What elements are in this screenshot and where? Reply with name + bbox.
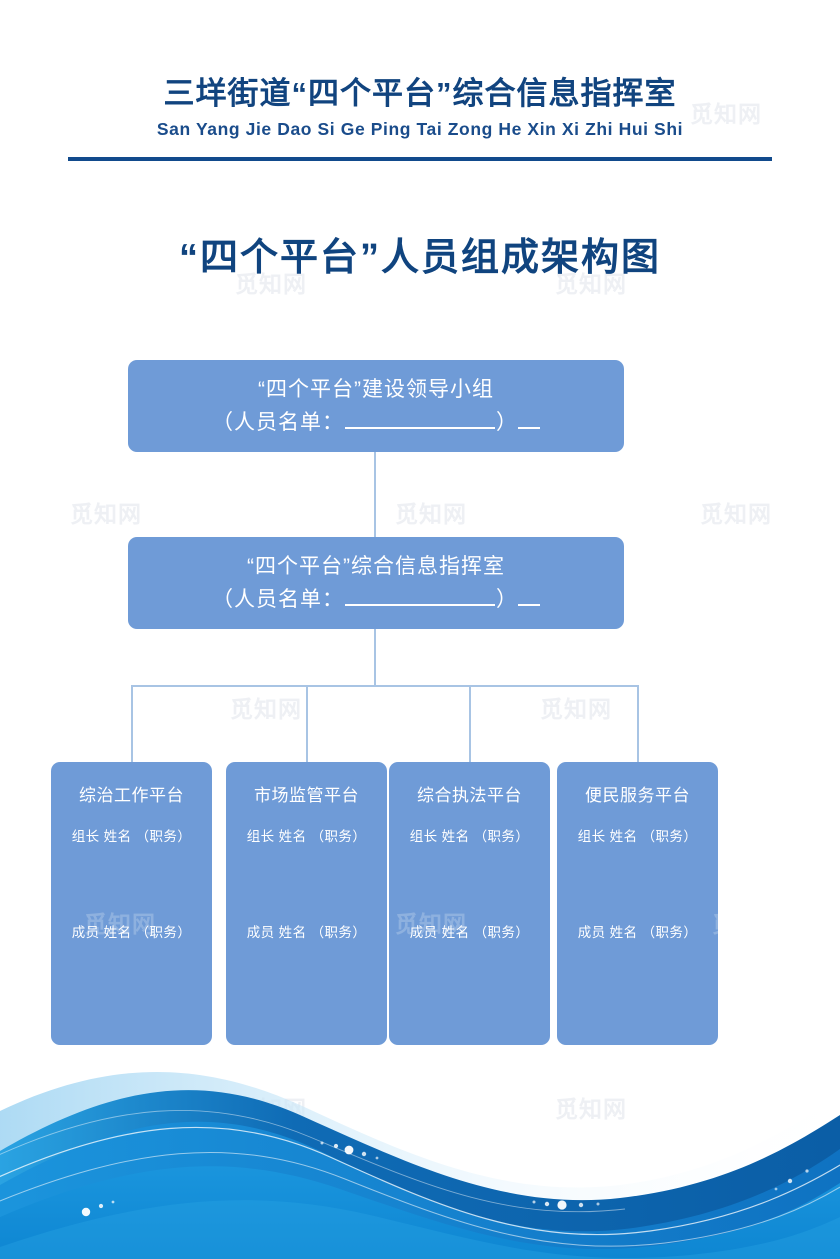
wave-dot — [596, 1202, 600, 1206]
poster-header: 三垟街道“四个平台”综合信息指挥室 San Yang Jie Dao Si Ge… — [0, 74, 840, 140]
roster-blank-l2[interactable] — [345, 584, 495, 606]
node-platform-1[interactable]: 综治工作平台 组长 姓名 （职务） 成员 姓名 （职务） — [51, 762, 212, 1045]
wave-dot — [557, 1200, 567, 1210]
roster-suffix-l2: ） — [496, 587, 518, 611]
wave-dot — [578, 1202, 584, 1208]
roster-blank-l1[interactable] — [345, 407, 495, 429]
connector-drop-4 — [637, 685, 639, 763]
wave-dot — [805, 1169, 809, 1173]
wave-dot — [532, 1200, 536, 1204]
connector-l2-stem — [374, 629, 376, 686]
organization-pinyin: San Yang Jie Dao Si Ge Ping Tai Zong He … — [156, 119, 684, 139]
organization-title: 三垟街道“四个平台”综合信息指挥室 — [163, 76, 677, 111]
node-command-center-title: “四个平台”综合信息指挥室 — [247, 554, 505, 578]
node-platform-1-title: 综治工作平台 — [79, 786, 184, 805]
connector-drop-1 — [131, 685, 133, 763]
node-platform-2-title: 市场监管平台 — [254, 786, 359, 805]
node-platform-4-member: 成员 姓名 （职务） — [577, 925, 698, 940]
wave-thread-3 — [0, 1109, 626, 1213]
org-chart: “四个平台”建设领导小组 （人员名单： ） “四个平台”综合信息指挥室 （人员名… — [51, 360, 718, 1045]
wave-dot — [111, 1200, 115, 1204]
wave-dot — [544, 1201, 550, 1207]
node-platform-2-leader: 组长 姓名 （职务） — [246, 829, 367, 844]
connector-drop-3 — [469, 685, 471, 763]
wave-dot — [98, 1203, 104, 1209]
node-leadership-group-roster: （人员名单： ） — [212, 407, 540, 438]
wave-thread-1 — [0, 1126, 840, 1236]
wave-dot — [774, 1187, 778, 1191]
roster-blank-tail-l2 — [518, 584, 540, 606]
page-title: “四个平台”人员组成架构图 — [178, 237, 661, 279]
wave-layer-base — [0, 1166, 840, 1259]
node-command-center[interactable]: “四个平台”综合信息指挥室 （人员名单： ） — [128, 537, 624, 629]
roster-suffix-l1: ） — [496, 410, 518, 434]
header-divider-rule — [68, 157, 772, 161]
node-leadership-group-title: “四个平台”建设领导小组 — [258, 377, 494, 401]
wave-dot — [320, 1141, 324, 1145]
node-platform-1-member: 成员 姓名 （职务） — [71, 925, 192, 940]
node-platform-3-title: 综合执法平台 — [417, 786, 522, 805]
node-platform-3-member: 成员 姓名 （职务） — [409, 925, 530, 940]
node-platform-1-leader: 组长 姓名 （职务） — [71, 829, 192, 844]
wave-dot — [361, 1151, 367, 1157]
decorative-wave-footer — [0, 1059, 840, 1259]
node-command-center-roster: （人员名单： ） — [212, 584, 540, 615]
connector-l1-to-l2 — [374, 452, 376, 537]
node-platform-3[interactable]: 综合执法平台 组长 姓名 （职务） 成员 姓名 （职务） — [389, 762, 550, 1045]
connector-bus — [131, 685, 638, 687]
node-leadership-group[interactable]: “四个平台”建设领导小组 （人员名单： ） — [128, 360, 624, 452]
wave-dot — [344, 1145, 354, 1155]
node-platform-3-leader: 组长 姓名 （职务） — [409, 829, 530, 844]
node-platform-4[interactable]: 便民服务平台 组长 姓名 （职务） 成员 姓名 （职务） — [557, 762, 718, 1045]
wave-layer-highlight — [0, 1200, 840, 1259]
wave-dot — [333, 1143, 339, 1149]
wave-dot — [81, 1207, 91, 1217]
connector-drop-2 — [306, 685, 308, 763]
node-platform-4-title: 便民服务平台 — [585, 786, 690, 805]
node-platform-2-member: 成员 姓名 （职务） — [246, 925, 367, 940]
roster-prefix-l2: （人员名单： — [212, 587, 344, 611]
roster-blank-tail-l1 — [518, 407, 540, 429]
wave-dot — [787, 1178, 793, 1184]
wave-dot — [375, 1156, 379, 1160]
roster-prefix-l1: （人员名单： — [212, 410, 344, 434]
wave-thread-2 — [0, 1151, 840, 1247]
node-platform-2[interactable]: 市场监管平台 组长 姓名 （职务） 成员 姓名 （职务） — [226, 762, 387, 1045]
wave-svg — [0, 1071, 840, 1259]
node-platform-4-leader: 组长 姓名 （职务） — [577, 829, 698, 844]
